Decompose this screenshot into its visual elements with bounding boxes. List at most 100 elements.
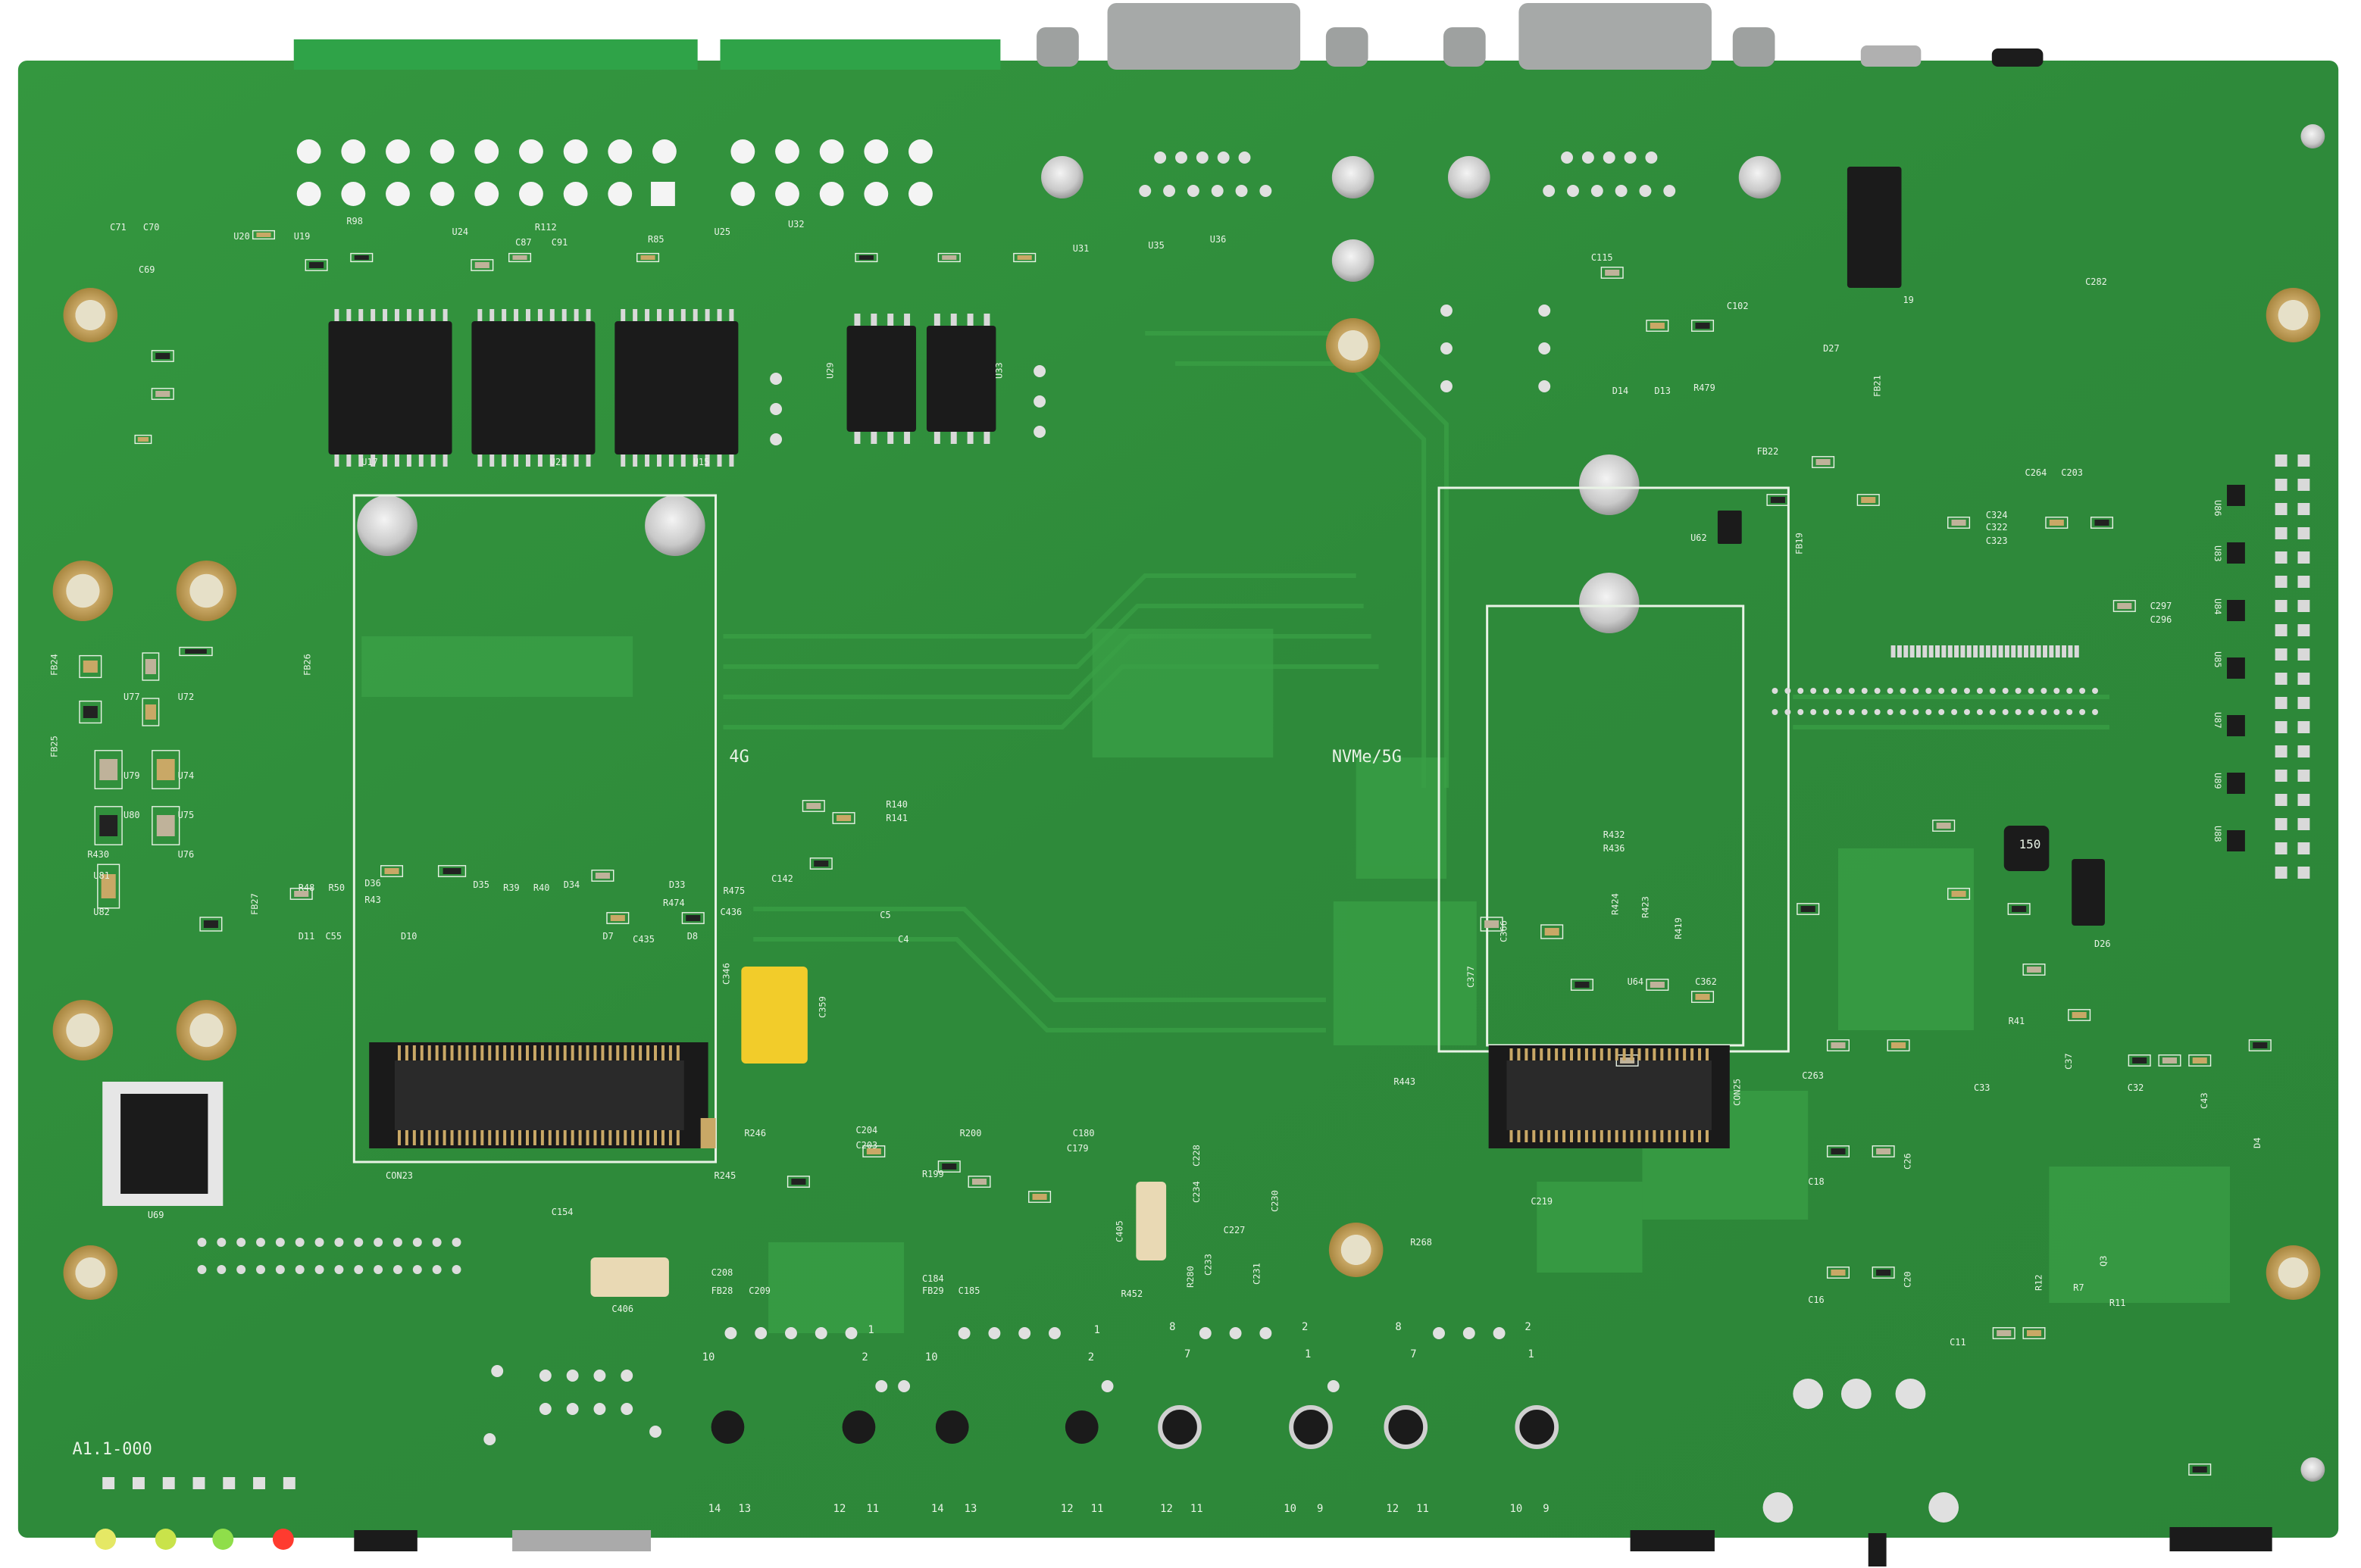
label-u83: U83 — [2212, 545, 2223, 562]
pin-11-b: 11 — [1091, 1503, 1104, 1515]
label-c405: C405 — [1114, 1220, 1124, 1242]
label-c16: C16 — [1808, 1295, 1825, 1305]
label-u32: U32 — [788, 219, 805, 230]
label-u62: U62 — [1690, 533, 1707, 543]
label-d35: D35 — [473, 879, 489, 890]
label-c180: C180 — [1073, 1128, 1095, 1139]
label-fb29: FB29 — [922, 1285, 944, 1296]
label-u76: U76 — [178, 849, 195, 860]
label-c282: C282 — [2085, 276, 2107, 287]
label-pin-19: 19 — [1903, 295, 1913, 305]
ic-chips — [328, 167, 2105, 926]
pin-1-e: 1 — [868, 1324, 874, 1336]
label-r98: R98 — [346, 216, 363, 226]
label-c154: C154 — [552, 1207, 574, 1217]
label-c359: C359 — [818, 996, 828, 1018]
label-c69: C69 — [139, 264, 155, 275]
label-c33: C33 — [1974, 1082, 1990, 1093]
label-r424: R424 — [1610, 893, 1621, 915]
pin-2-e: 2 — [862, 1351, 868, 1363]
label-u88: U88 — [2212, 826, 2223, 842]
power-jack — [1991, 48, 2044, 67]
terminal-block-1 — [293, 39, 698, 70]
label-u79: U79 — [124, 770, 140, 781]
label-d4: D4 — [2252, 1138, 2262, 1148]
label-c5: C5 — [880, 910, 890, 920]
label-c231: C231 — [1251, 1263, 1262, 1285]
label-u64: U64 — [1628, 976, 1644, 987]
bottom-edge — [95, 1527, 2272, 1566]
label-c203b: C203 — [855, 1140, 877, 1151]
label-c322: C322 — [1986, 522, 2008, 533]
label-c185: C185 — [958, 1285, 980, 1296]
pin-2-h: 2 — [1524, 1321, 1531, 1333]
slot-4g-outline — [352, 494, 718, 1164]
label-c208: C208 — [711, 1267, 733, 1278]
label-c18: C18 — [1808, 1176, 1825, 1187]
trace-bundles — [723, 331, 2109, 1032]
pin-8-g: 8 — [1169, 1321, 1175, 1333]
label-c323: C323 — [1986, 536, 2008, 546]
label-u84: U84 — [2212, 598, 2223, 615]
label-u19: U19 — [294, 231, 311, 242]
label-r141: R141 — [886, 813, 908, 823]
label-c115: C115 — [1591, 252, 1613, 263]
label-d8: D8 — [687, 931, 698, 942]
label-c91: C91 — [552, 237, 568, 248]
label-c435: C435 — [633, 934, 655, 945]
pin-7-g: 7 — [1184, 1348, 1190, 1360]
label-d34: D34 — [564, 879, 580, 890]
label-u25: U25 — [715, 226, 731, 237]
label-u20: U20 — [233, 231, 250, 242]
label-c362: C362 — [1695, 976, 1717, 987]
pin-2-g: 2 — [1302, 1321, 1308, 1333]
label-c227: C227 — [1224, 1225, 1246, 1235]
label-c234: C234 — [1191, 1181, 1202, 1203]
label-r443: R443 — [1393, 1076, 1415, 1087]
label-d13: D13 — [1654, 386, 1671, 396]
label-c263: C263 — [1802, 1070, 1824, 1081]
label-c26: C26 — [1902, 1153, 1912, 1170]
label-r7: R7 — [2073, 1282, 2084, 1293]
label-u72: U72 — [178, 692, 195, 702]
pin-9-c: 9 — [1317, 1503, 1323, 1515]
pin-13-b: 13 — [965, 1503, 977, 1515]
label-c233: C233 — [1203, 1254, 1214, 1276]
label-d10: D10 — [401, 931, 417, 942]
label-r474: R474 — [663, 898, 685, 908]
label-q3: Q3 — [2098, 1256, 2109, 1267]
pin-11-d: 11 — [1416, 1503, 1429, 1515]
label-d14: D14 — [1612, 386, 1629, 396]
pin-1-g: 1 — [1305, 1348, 1311, 1360]
label-c228: C228 — [1191, 1145, 1202, 1167]
label-r40: R40 — [533, 882, 550, 893]
label-c436: C436 — [721, 907, 743, 917]
via-holes — [102, 151, 2099, 1523]
label-c55: C55 — [326, 931, 342, 942]
label-c377: C377 — [1465, 966, 1476, 988]
label-fb26: FB26 — [302, 654, 313, 676]
pin-7-h: 7 — [1410, 1348, 1416, 1360]
label-r245: R245 — [715, 1170, 736, 1181]
label-r430: R430 — [87, 849, 109, 860]
rj45-pads — [711, 1405, 1559, 1449]
smd-components — [79, 230, 2310, 1476]
pin-10-d: 10 — [1509, 1503, 1522, 1515]
label-nvme-5g: NVMe/5G — [1332, 748, 1402, 767]
label-c32: C32 — [2128, 1082, 2144, 1093]
label-c296: C296 — [2150, 614, 2172, 625]
pin-11-c: 11 — [1190, 1503, 1203, 1515]
m2-connector-nvme — [1488, 1045, 1730, 1148]
pin-14-b: 14 — [931, 1503, 944, 1515]
label-r419: R419 — [1673, 917, 1684, 939]
rj45-connector-left — [102, 1082, 224, 1206]
label-c184: C184 — [922, 1273, 944, 1284]
label-r452: R452 — [1121, 1288, 1143, 1299]
label-u80: U80 — [124, 810, 140, 820]
pin-11-a: 11 — [866, 1503, 879, 1515]
label-r436: R436 — [1603, 843, 1625, 854]
label-c204: C204 — [855, 1125, 877, 1135]
label-r12: R12 — [2033, 1274, 2044, 1291]
tantalum-caps — [590, 967, 1167, 1297]
label-u15: U15 — [693, 457, 710, 467]
